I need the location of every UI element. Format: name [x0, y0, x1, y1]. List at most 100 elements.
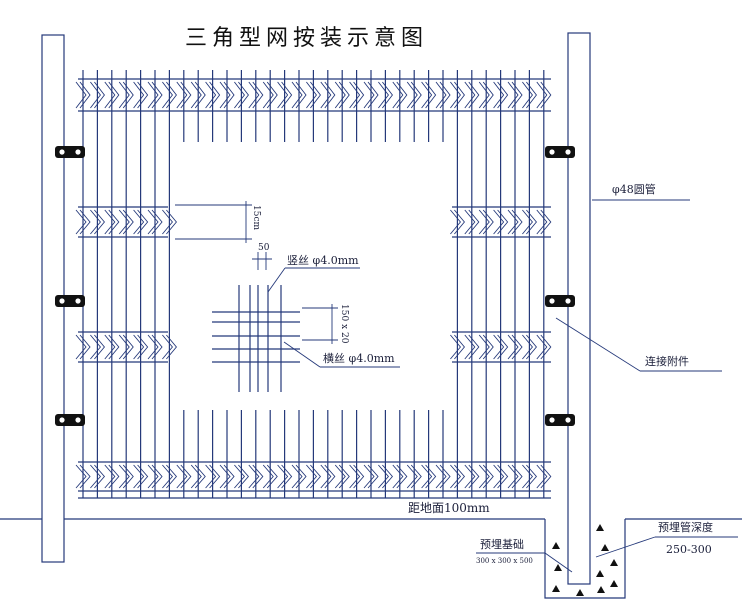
- side-fold-chevron: [507, 334, 519, 360]
- concrete-aggregate-mark: [610, 580, 618, 587]
- bottom-fold-chevron: [396, 464, 408, 489]
- top-fold-chevron: [180, 81, 192, 109]
- side-fold-chevron: [147, 334, 159, 360]
- clamp-bolt-hole: [565, 417, 571, 423]
- bottom-fold-chevron: [277, 464, 289, 489]
- top-fold-chevron: [435, 81, 447, 109]
- side-fold-chevron: [540, 209, 552, 235]
- side-fold-chevron: [464, 334, 476, 360]
- top-fold-chevron: [410, 81, 422, 109]
- bottom-fold-chevron: [526, 464, 537, 489]
- clamp-plate: [545, 414, 575, 426]
- side-fold-chevron: [162, 209, 173, 235]
- horizontal-wire-callout: 横丝 φ4.0mm: [283, 341, 400, 368]
- side-fold-chevron: [526, 334, 537, 360]
- side-fold-chevron: [133, 334, 145, 360]
- bottom-fold-chevron: [454, 464, 465, 489]
- side-fold-chevron: [79, 334, 91, 360]
- bottom-fold-chevron: [392, 464, 404, 489]
- side-fold-chevron: [497, 209, 509, 235]
- side-fold-chevron: [540, 334, 552, 360]
- pipe-label: φ48圆管: [612, 182, 656, 196]
- bottom-fold-chevron: [378, 464, 389, 489]
- side-fold-chevron: [493, 209, 505, 235]
- side-fold-chevron: [482, 209, 494, 235]
- leader-line: [555, 317, 641, 372]
- left-post-clamp: [55, 414, 85, 426]
- side-fold-chevron: [118, 209, 130, 235]
- top-fold-chevron: [378, 81, 389, 109]
- side-fold-chevron: [464, 209, 476, 235]
- bottom-fold-chevron: [248, 464, 260, 489]
- connector-callout: 连接附件: [555, 317, 722, 372]
- top-fold-chevron: [238, 81, 249, 109]
- side-fold-chevron: [75, 334, 87, 360]
- top-fold-chevron: [425, 81, 437, 109]
- top-fold-chevron: [248, 81, 260, 109]
- concrete-aggregate-mark: [597, 586, 605, 593]
- top-fold-chevron: [334, 81, 346, 109]
- top-fold-chevron: [234, 81, 245, 109]
- top-fold-chevron: [166, 81, 177, 109]
- side-fold-chevron: [497, 334, 509, 360]
- side-fold-chevron: [526, 209, 537, 235]
- top-fold-chevron: [454, 81, 465, 109]
- top-fold-chevron: [79, 81, 91, 109]
- side-fold-chevron: [108, 209, 120, 235]
- mesh-width-dimension: 50: [252, 243, 272, 270]
- bottom-fold-chevron: [133, 464, 145, 489]
- bottom-fold-chevron: [205, 464, 217, 489]
- top-fold-chevron: [324, 81, 336, 109]
- side-fold-chevron: [104, 209, 116, 235]
- top-fold-chevron: [133, 81, 145, 109]
- bottom-fold-chevron: [209, 464, 221, 489]
- side-fold-chevron: [536, 334, 548, 360]
- bottom-fold-chevron: [190, 464, 202, 489]
- side-fold-chevron: [122, 334, 134, 360]
- side-fold-chevron: [137, 209, 149, 235]
- embed-depth-callout: 预埋管深度 250-300: [595, 520, 738, 558]
- bottom-fold-chevron: [104, 464, 116, 489]
- clamp-plate: [545, 295, 575, 307]
- bottom-fold-chevron: [306, 464, 317, 489]
- top-fold-chevron: [281, 81, 293, 109]
- bottom-fold-chevron: [137, 464, 149, 489]
- bottom-fold-chevron: [94, 464, 105, 489]
- bottom-fold-chevron: [425, 464, 437, 489]
- bottom-fold-chevron: [406, 464, 418, 489]
- top-fold-chevron: [295, 81, 307, 109]
- concrete-aggregate-mark: [552, 542, 560, 549]
- top-fold-chevron: [482, 81, 494, 109]
- top-fold-chevron: [396, 81, 408, 109]
- concrete-aggregate-mark: [554, 564, 562, 571]
- top-fold-chevron: [493, 81, 505, 109]
- right-post-clamp: [545, 414, 575, 426]
- side-fold-chevron: [522, 334, 533, 360]
- clamp-bolt-hole: [59, 149, 65, 155]
- side-fold-chevron: [166, 334, 177, 360]
- embed-depth-label: 预埋管深度: [658, 520, 713, 534]
- bottom-fold-chevron: [122, 464, 134, 489]
- side-fold-chevron: [75, 209, 87, 235]
- bottom-fold-chevron: [118, 464, 130, 489]
- side-fold-chevron: [90, 209, 101, 235]
- bottom-fold-chevron: [478, 464, 490, 489]
- top-fold-chevron: [205, 81, 217, 109]
- top-fold-chevron: [252, 81, 264, 109]
- side-fold-chevron: [79, 209, 91, 235]
- side-fold-chevron: [454, 334, 465, 360]
- vertical-wire-label: 竖丝 φ4.0mm: [287, 254, 359, 267]
- bottom-fold-chevron: [522, 464, 533, 489]
- top-fold-chevron: [320, 81, 332, 109]
- side-fold-chevron: [94, 334, 105, 360]
- clamp-bolt-hole: [565, 298, 571, 304]
- top-fold-chevron: [291, 81, 303, 109]
- top-fold-chevron: [262, 81, 274, 109]
- bottom-fold-chevron: [540, 464, 552, 489]
- top-fold-chevron: [536, 81, 548, 109]
- right-post-clamp: [545, 146, 575, 158]
- side-fold-chevron: [478, 334, 490, 360]
- side-fold-chevron: [482, 334, 494, 360]
- bottom-fold-chevron: [353, 464, 365, 489]
- bottom-fold-chevron: [310, 464, 321, 489]
